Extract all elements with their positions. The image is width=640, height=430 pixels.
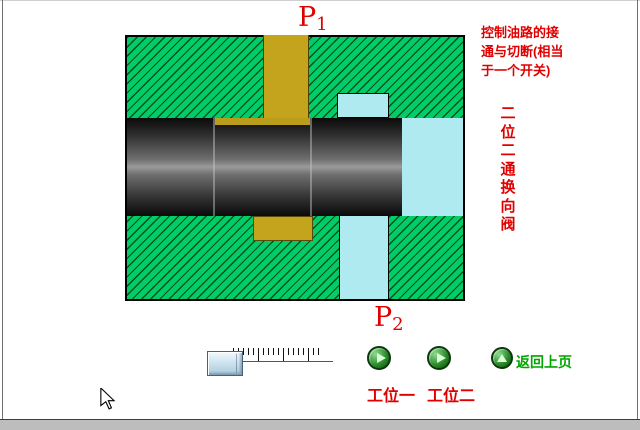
window-left-edge — [2, 0, 3, 430]
station1-label: 工位一 — [366, 388, 415, 405]
top-cyan-notch — [337, 93, 389, 118]
timeline-slider-handle[interactable] — [207, 351, 243, 376]
annotation-line-2: 通与切断(相当 — [481, 44, 564, 59]
back-link-label[interactable]: 返回上页 — [516, 354, 572, 370]
right-spring-chamber — [402, 118, 463, 216]
back-button[interactable] — [491, 347, 513, 369]
valve-spool — [127, 118, 402, 216]
annotation-line-1: 控制油路的接 — [481, 25, 560, 40]
timeline-ruler — [233, 348, 323, 361]
window-top-edge — [0, 0, 640, 1]
up-arrow-icon — [497, 354, 507, 362]
function-annotation: 控制油路的接 通与切断(相当 于一个开关) — [481, 23, 585, 80]
window-right-edge — [637, 0, 638, 430]
port-p2-channel — [339, 216, 389, 299]
station1-play-button[interactable] — [367, 346, 391, 370]
port-p1-oil-channel — [263, 35, 309, 118]
mouse-cursor-icon — [100, 386, 116, 415]
bottom-oil-groove — [253, 216, 313, 241]
spool-land-edge-left — [213, 118, 215, 216]
station2-play-button[interactable] — [427, 346, 451, 370]
timeline-track — [233, 361, 333, 362]
spool-land-edge-right — [310, 118, 312, 216]
spool-top-oil-film — [215, 118, 310, 125]
port-label-p2: P2 — [374, 302, 404, 335]
valve-name-vertical: 二 位 二 通 换 向 阀 — [500, 105, 516, 233]
annotation-line-3: 于一个开关) — [481, 63, 551, 78]
window-bottom-bar — [0, 419, 640, 430]
play-icon — [437, 353, 446, 363]
station2-label: 工位二 — [426, 388, 475, 405]
play-icon — [377, 353, 386, 363]
port-label-p1: P1 — [298, 2, 328, 35]
